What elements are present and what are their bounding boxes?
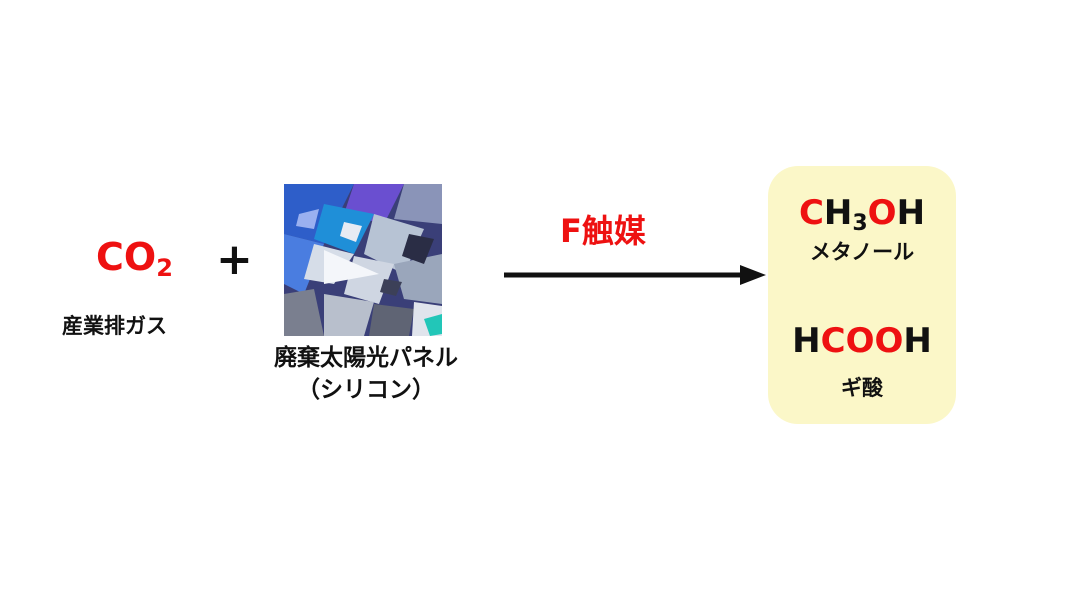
methanol-name: メタノール bbox=[809, 240, 915, 264]
reaction-arrow-head bbox=[740, 265, 766, 285]
formula-atom: C bbox=[798, 193, 824, 233]
catalyst-label: F触媒 bbox=[560, 212, 646, 250]
formula-atom: H bbox=[903, 321, 932, 361]
methanol-formula: CH3OH bbox=[768, 196, 956, 235]
panel-caption-line2: （シリコン） bbox=[297, 377, 435, 403]
formula-atom: C bbox=[820, 321, 846, 361]
co2-formula: CO2 bbox=[96, 238, 173, 280]
formic-acid-formula: HCOOH bbox=[768, 324, 956, 358]
formula-atom: H bbox=[792, 321, 821, 361]
formula-atom: O bbox=[845, 321, 875, 361]
product-box: CH3OH メタノール HCOOH ギ酸 bbox=[768, 166, 956, 424]
formula-atom: O bbox=[874, 321, 904, 361]
panel-caption: 廃棄太陽光パネル （シリコン） bbox=[228, 342, 504, 406]
panel-caption-line1: 廃棄太陽光パネル bbox=[274, 345, 458, 371]
formic-acid-name: ギ酸 bbox=[841, 376, 883, 400]
silicon-shards-image bbox=[284, 184, 442, 336]
co2-main: CO bbox=[96, 235, 157, 279]
silicon-shards-illustration bbox=[284, 184, 442, 336]
formula-atom: O bbox=[867, 193, 897, 233]
formula-atom: H bbox=[896, 193, 926, 233]
reaction-arrow bbox=[504, 265, 766, 285]
formula-subscript: 3 bbox=[852, 211, 868, 236]
plus-sign: + bbox=[216, 234, 253, 285]
formula-atom: H bbox=[823, 193, 853, 233]
co2-subscript: 2 bbox=[156, 254, 173, 282]
co2-caption: 産業排ガス bbox=[62, 314, 167, 338]
